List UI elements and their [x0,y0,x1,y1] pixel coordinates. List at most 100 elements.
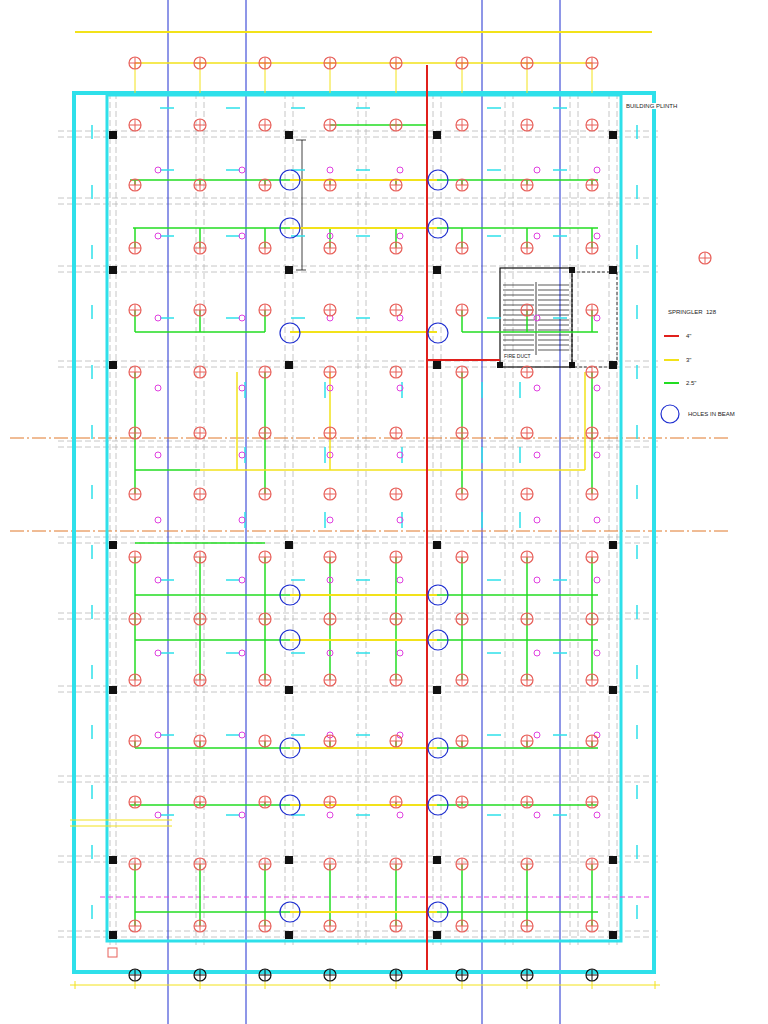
light-mark [160,169,174,171]
sprinkler-head [194,551,206,563]
sprinkler-head [456,551,468,563]
sidewall-head [155,577,161,583]
sprinkler-head [390,427,402,439]
pipe-line [526,864,528,912]
light-mark [291,579,305,581]
edge-mark [91,185,93,199]
column [569,362,575,368]
sidewall-head [327,577,333,583]
beam-hole [428,585,448,605]
beam-line [196,93,197,945]
pipe-line [199,864,201,912]
sprinkler-head [324,427,336,439]
beam-hole [280,585,300,605]
sprinkler-head [129,735,141,747]
light-mark [553,235,567,237]
sprinkler-head [129,969,141,981]
beam-line [58,266,660,267]
light-mark [226,579,240,581]
sprinkler-head [194,735,206,747]
sprinkler-head [521,366,533,378]
sprinkler-head [324,674,336,686]
column [433,541,441,549]
dimension-line [70,985,660,986]
sprinkler-head [259,366,271,378]
grid-axis [246,0,247,1024]
sidewall-head [397,452,403,458]
sprinkler-head [586,304,598,316]
column [433,931,441,939]
sprinkler-head [194,57,206,69]
column [285,541,293,549]
sidewall-head [155,167,161,173]
beam-hole [428,218,448,238]
column [569,267,575,273]
light-mark [291,652,305,654]
pipe-line [290,639,437,641]
beam-hole [428,323,448,343]
sprinkler-head [456,858,468,870]
sprinkler-head [521,735,533,747]
riser-mark [108,948,117,957]
sprinkler-head [456,674,468,686]
beam-hole [280,795,300,815]
sidewall-head [534,233,540,239]
boundary-line [75,31,652,33]
sprinkler-head [129,242,141,254]
grid-axis [482,0,483,1024]
sprinkler-head [194,179,206,191]
legend-text: 4" [686,333,691,339]
beam-hole [280,630,300,650]
sprinkler-head [390,551,402,563]
pipe-line [290,747,437,749]
sidewall-head [327,167,333,173]
sidewall-head [239,385,245,391]
column [609,131,617,139]
pipe-line [135,639,598,641]
beam-hole [280,738,300,758]
edge-mark [91,305,93,319]
sprinkler-head [390,304,402,316]
pipe-line [290,911,437,913]
light-mark [481,382,483,398]
dimension-tick [330,981,331,989]
sidewall-head [534,650,540,656]
sprinkler-head [586,427,598,439]
sprinkler-head [324,969,336,981]
dimension-tick [655,981,656,989]
column [609,856,617,864]
sidewall-head [155,732,161,738]
light-mark [356,814,370,816]
sprinkler-head [259,119,271,131]
sidewall-head [327,385,333,391]
beam-line [578,93,579,945]
edge-mark [91,665,93,679]
sidewall-head [397,385,403,391]
light-mark [324,512,326,528]
light-mark [553,107,567,109]
sprinkler-head [390,735,402,747]
edge-mark [91,125,93,139]
sprinkler-head [259,551,271,563]
sprinkler-head [129,613,141,625]
column [433,266,441,274]
light-mark [356,734,370,736]
plinth-outline [74,93,654,972]
sidewall-head [594,812,600,818]
sprinkler-head [194,242,206,254]
legend-text: 2.5" [686,380,696,386]
sprinkler-head [521,488,533,500]
beam-line [116,93,117,945]
light-mark [160,235,174,237]
sprinkler-head [521,304,533,316]
sprinkler-head [521,551,533,563]
beam-line [58,543,660,544]
beam-line [58,692,660,693]
beam-line [58,441,660,442]
boundary-line [70,826,172,827]
beam-line [110,93,111,945]
grid-axis [560,0,561,1024]
column [433,131,441,139]
sprinkler-head [586,551,598,563]
sprinkler-head [390,796,402,808]
